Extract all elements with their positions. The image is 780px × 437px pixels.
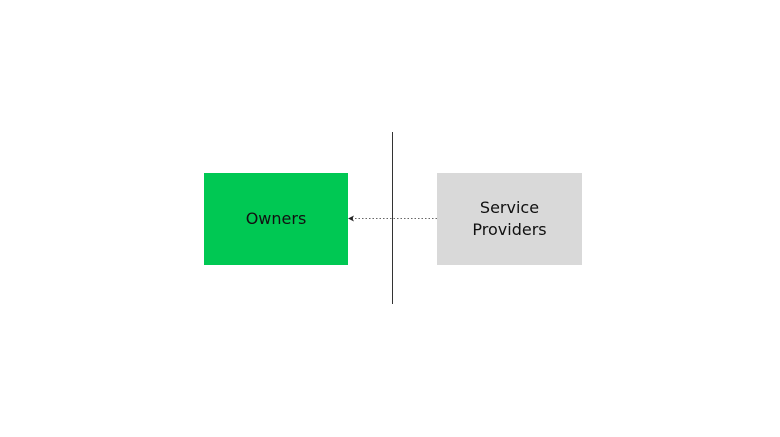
owners-node: Owners xyxy=(204,173,348,265)
service-providers-node: Service Providers xyxy=(437,173,582,265)
service-providers-label: Service Providers xyxy=(472,198,547,239)
owners-label: Owners xyxy=(245,209,307,228)
boundary-divider xyxy=(392,132,393,304)
arrowhead-icon xyxy=(348,215,354,222)
